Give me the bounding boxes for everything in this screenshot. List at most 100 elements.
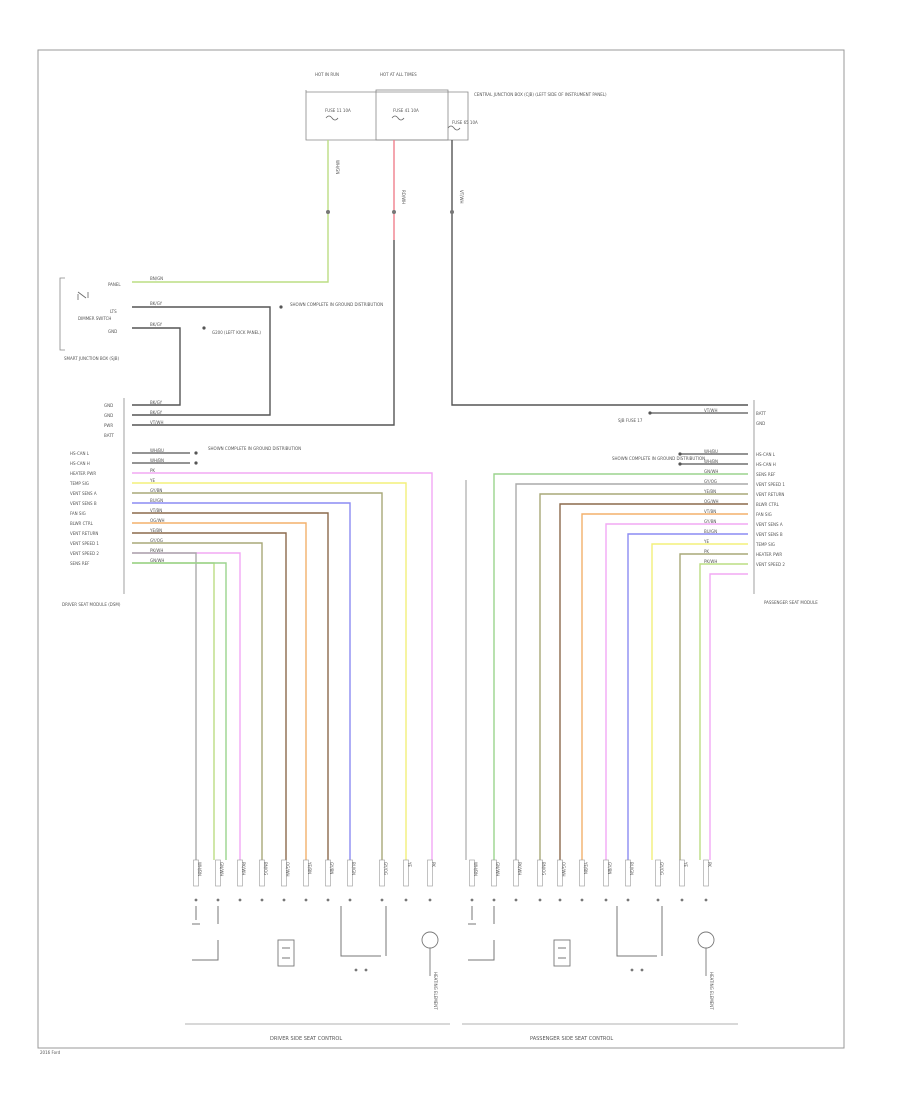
fuse-box: HOT IN RUN HOT AT ALL TIMES FUSE 11 10A … — [305, 72, 607, 141]
dimmer-bracket — [59, 277, 65, 351]
fuse-box-inner — [375, 89, 449, 141]
left-heater-icon — [421, 931, 439, 949]
right-signal-pin-11: VENT SPEED 2 — [756, 562, 785, 567]
dimmer-ground-dot — [202, 326, 206, 330]
dimmer-link-dot — [279, 305, 283, 309]
footer-label: 2016 Ford — [40, 1050, 61, 1055]
left-terminal-7 — [348, 898, 352, 902]
left-connector-label-6: GY/BN — [329, 862, 334, 874]
right-connector-3 — [537, 859, 543, 887]
left-motor-icon — [277, 939, 295, 967]
right-terminal-2 — [514, 898, 518, 902]
right-connector-0 — [469, 859, 475, 887]
right-signal-wire-label-3: GY/OG — [704, 479, 717, 484]
left-signal-wire-label-11: GN/WH — [150, 558, 164, 563]
fuse-box-name: CENTRAL JUNCTION BOX (CJB) (LEFT SIDE OF… — [474, 92, 607, 97]
dimmer-pin-gnd: GND — [108, 329, 117, 334]
left-signal-pin-5: VENT SENS B — [70, 501, 97, 506]
left-signal-pin-0: HS-CAN L — [70, 451, 90, 456]
dimmer-name: DIMMER SWITCH — [78, 316, 111, 321]
right-signal-pin-6: FAN SIG — [756, 512, 772, 517]
left-signal-wire-9 — [132, 542, 263, 860]
fuse-box-outline — [305, 90, 469, 141]
right-signal-wire-label-4: YE/BN — [703, 489, 716, 494]
dimmer-switch-symbol — [77, 291, 89, 300]
left-signal-pin-6: FAN SIG — [70, 511, 86, 516]
right-ground-note: SHOWN COMPLETE IN GROUND DISTRIBUTION — [612, 456, 705, 461]
right-connector-label-3: BN/OG — [541, 862, 546, 875]
left-signal-wire-label-0: WH/BU — [150, 448, 164, 453]
right-signal-wire-label-2: GN/WH — [704, 469, 718, 474]
right-contact-dot-b — [640, 968, 644, 972]
left-signal-wire-6 — [132, 512, 329, 860]
left-connector-3 — [259, 859, 265, 887]
left-terminal-1 — [216, 898, 220, 902]
diagram-border — [37, 49, 845, 1049]
left-wire-bundle — [132, 451, 433, 860]
left-signal-wire-4 — [132, 492, 383, 860]
right-connector-label-6: GY/BN — [607, 862, 612, 874]
right-signal-pin-3: VENT SPEED 1 — [756, 482, 785, 487]
right-signal-wire-label-10: PK — [704, 549, 709, 554]
left-connector-label-10: PK — [431, 862, 436, 867]
right-signal-wire-label-7: GY/BN — [704, 519, 716, 524]
right-connector-label-4: OG/WH — [561, 862, 566, 877]
right-connector-7 — [625, 859, 631, 887]
left-signal-wire-label-7: OG/WH — [150, 518, 165, 523]
dimmer-wire-lts-label: BK/GY — [150, 301, 163, 306]
left-connector-label-3: BN/OG — [263, 862, 268, 875]
dimmer-wire-gnd-label: BK/GY — [150, 322, 163, 327]
right-terminal-8 — [656, 898, 660, 902]
right-signal-wire-3 — [515, 483, 748, 860]
left-signal-wire-5 — [132, 502, 351, 860]
right-signal-wire-10 — [679, 553, 748, 860]
left-terminal-3 — [260, 898, 264, 902]
right-terminal-3 — [538, 898, 542, 902]
left-connector-label-2: PK/WH — [241, 862, 246, 875]
fuse-wire-1-connector — [326, 210, 330, 214]
right-signal-pin-5: BLWR CTRL — [756, 502, 780, 507]
fuse-b-symbol — [391, 115, 405, 121]
right-motor-icon — [553, 939, 571, 967]
dimmer-switch: PANEL LTS GND DIMMER SWITCH SMART JUNCTI… — [59, 276, 383, 416]
left-signal-pin-7: BLWR CTRL — [70, 521, 94, 526]
dimmer-wire-panel-label: BN/GN — [150, 276, 163, 281]
right-connector-label-10: PK — [707, 862, 712, 867]
left-connector-6 — [325, 859, 331, 887]
right-signal-wire-label-9: YE — [703, 539, 709, 544]
right-contact-symbol — [616, 906, 663, 957]
left-connector-label-4: OG/WH — [285, 862, 290, 877]
right-signal-pin-1: HS-CAN H — [756, 462, 776, 467]
right-terminal-7 — [626, 898, 630, 902]
fuse-hot-right-label: HOT AT ALL TIMES — [380, 72, 417, 77]
fuse-b-label: FUSE 41 10A — [393, 108, 419, 113]
left-connector-10 — [427, 859, 433, 887]
right-connector-label-9: YE — [683, 861, 688, 867]
left-connector-label-0: WH/BN — [197, 862, 202, 876]
right-connector-2 — [513, 859, 519, 887]
right-signal-wire-label-1: WH/BN — [704, 459, 718, 464]
left-power-wire-label-2: VT/WH — [150, 420, 164, 425]
left-signal-pin-4: VENT SENS A — [70, 491, 97, 496]
left-signal-pin-2: HEATER PWR — [70, 471, 96, 476]
left-connector-0 — [193, 859, 199, 887]
right-top-wire-label-0: VT/WH — [704, 408, 718, 413]
left-signal-wire-2 — [132, 472, 433, 860]
left-extra-wire-0 — [132, 552, 197, 860]
right-extra-wire — [709, 573, 748, 860]
left-power-pin-3: BATT — [104, 433, 115, 438]
fuse-wire-lime — [132, 140, 329, 283]
right-signal-wire-9 — [651, 543, 748, 860]
right-signal-wire-8 — [627, 533, 748, 860]
left-signal-wire-label-10: PK/WH — [150, 548, 163, 553]
left-signal-wire-label-8: YE/BN — [149, 528, 162, 533]
right-terminal-6 — [604, 898, 608, 902]
fuse-wire-2-label: RD/WH — [401, 190, 406, 204]
left-terminal-6 — [326, 898, 330, 902]
left-signal-wire-8 — [132, 532, 287, 860]
right-can-dot-1 — [678, 462, 682, 466]
left-can-dot-1 — [194, 461, 198, 465]
left-can-dot-0 — [194, 451, 198, 455]
